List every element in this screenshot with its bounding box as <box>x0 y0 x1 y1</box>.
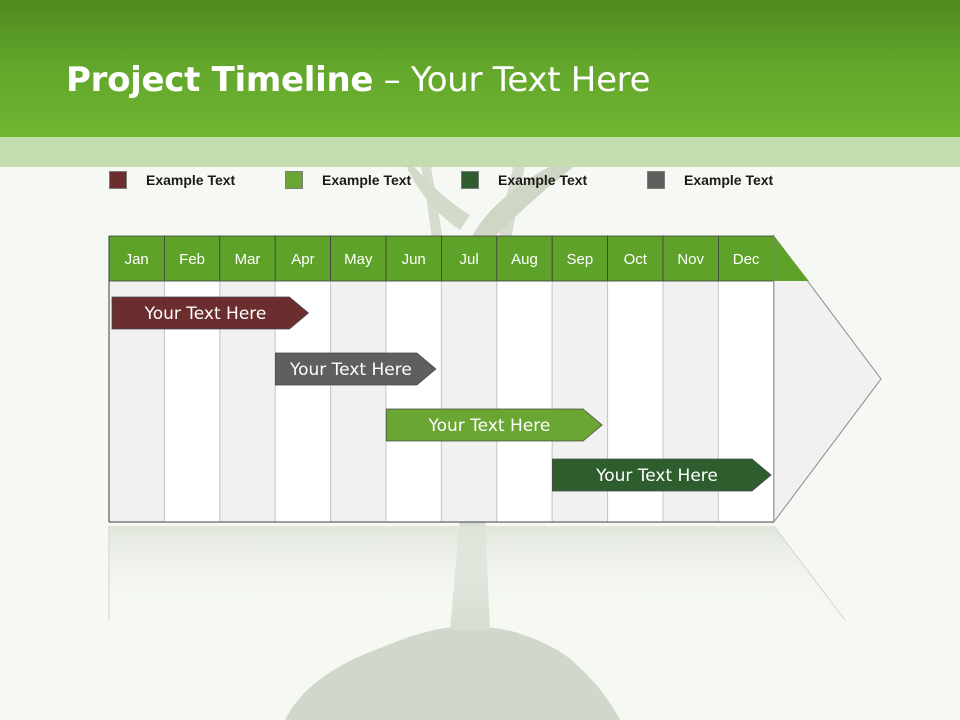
timeline-reflection-edge <box>773 525 846 621</box>
slide-title: Project Timeline – Your Text Here <box>66 60 651 100</box>
month-label: Dec <box>733 251 760 268</box>
legend-label: Example Text <box>146 172 236 188</box>
task-label: Your Text Here <box>595 466 718 486</box>
month-column <box>330 280 387 523</box>
month-header <box>607 235 664 282</box>
legend-swatch <box>109 171 127 189</box>
timeline-reflection <box>109 526 845 620</box>
month-header <box>718 235 775 282</box>
month-label: Nov <box>677 251 704 268</box>
month-label: Feb <box>179 251 205 268</box>
month-header <box>662 235 719 282</box>
month-label: Apr <box>291 251 314 268</box>
month-column <box>385 280 442 523</box>
month-header <box>274 235 332 282</box>
task-arrow <box>275 352 437 386</box>
legend-label: Example Text <box>322 172 412 188</box>
month-label: Sep <box>567 251 594 268</box>
month-column <box>496 280 553 523</box>
month-header <box>440 235 498 282</box>
slide-title-rest: – Your Text Here <box>373 60 651 100</box>
legend-label: Example Text <box>498 172 588 188</box>
header-bar <box>0 0 960 137</box>
legend-label: Example Text <box>684 172 774 188</box>
month-header <box>108 235 165 282</box>
month-label: May <box>344 251 373 268</box>
task-label: Your Text Here <box>144 304 267 324</box>
month-label: Oct <box>624 251 648 268</box>
task-arrow <box>552 458 772 492</box>
legend-swatch <box>647 171 665 189</box>
month-header <box>163 235 221 282</box>
month-label: Mar <box>235 251 261 268</box>
month-label: Jun <box>402 251 426 268</box>
task-label: Your Text Here <box>427 416 550 436</box>
month-label: Jan <box>125 251 149 268</box>
legend-swatch <box>285 171 303 189</box>
month-label: Aug <box>511 251 538 268</box>
slide-title-bold: Project Timeline <box>66 60 374 100</box>
timeline-arrow-header-corner <box>773 236 809 281</box>
task-label: Your Text Here <box>289 360 412 380</box>
month-header <box>219 235 276 282</box>
header-band <box>0 137 960 167</box>
month-header <box>385 235 442 282</box>
month-label: Jul <box>460 251 479 268</box>
legend-swatch <box>461 171 479 189</box>
month-header <box>330 235 387 282</box>
task-arrow <box>385 408 603 442</box>
month-header <box>551 235 609 282</box>
task-arrow <box>111 296 310 330</box>
month-header <box>496 235 553 282</box>
month-column <box>440 280 498 523</box>
